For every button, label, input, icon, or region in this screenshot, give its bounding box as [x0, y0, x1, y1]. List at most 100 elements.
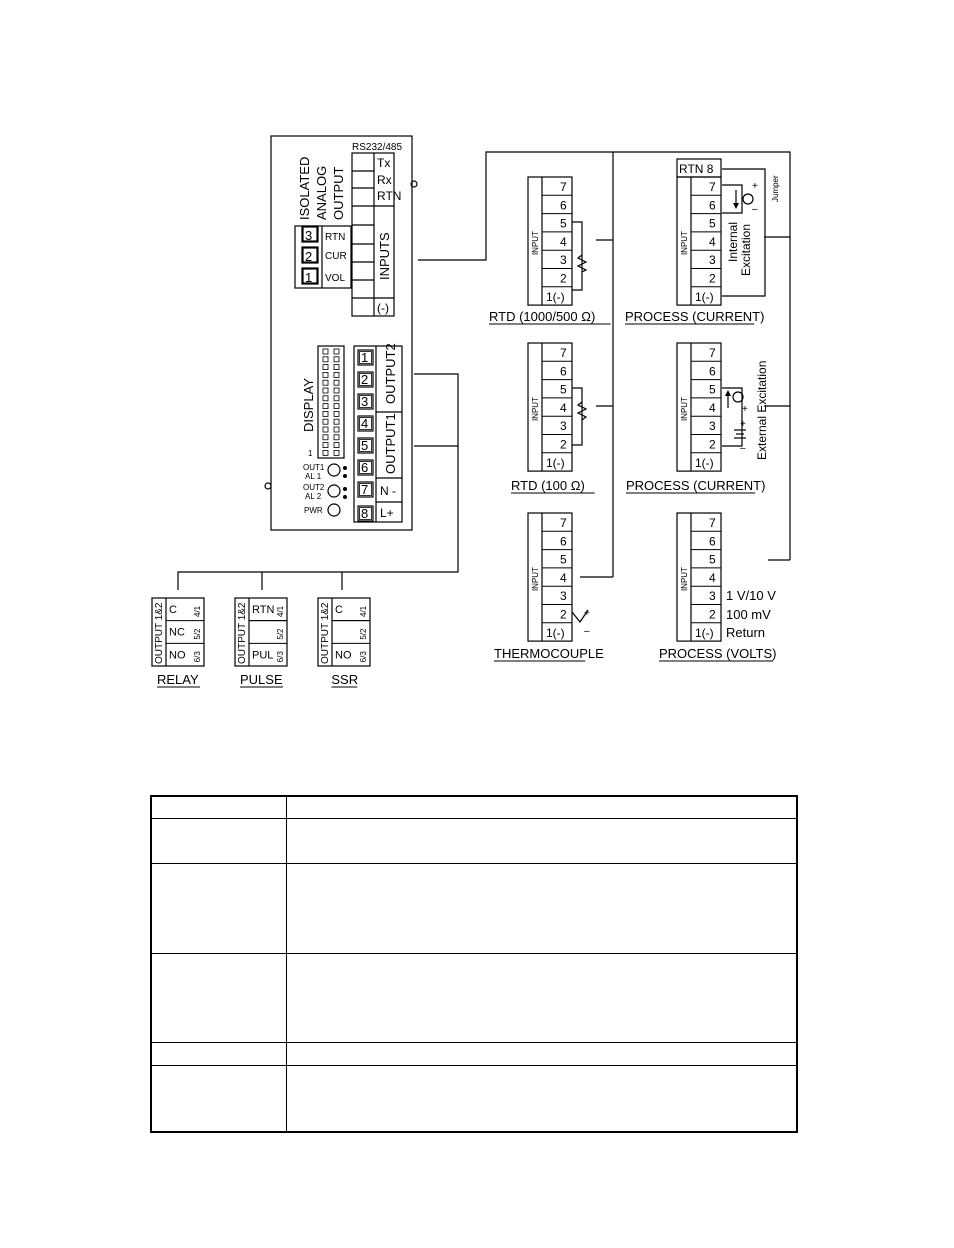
input-terminal-label: 7 — [560, 346, 567, 360]
svg-text:6: 6 — [361, 460, 368, 475]
output-pin-label: 4/1 — [276, 605, 285, 617]
table-row — [150, 1064, 798, 1133]
svg-text:2: 2 — [361, 372, 368, 387]
volts-return: Return — [726, 625, 765, 640]
output-terminal-4: 4 — [357, 415, 374, 432]
output-terminal-7: 7 — [357, 481, 374, 498]
table-row — [150, 795, 798, 819]
input-side-label: INPUT — [680, 567, 689, 591]
input-terminal-label: 6 — [560, 364, 567, 378]
input-terminal-label: 7 — [709, 516, 716, 530]
display-pin — [333, 395, 340, 402]
input-terminal-label: 2 — [560, 438, 567, 452]
led-out1-line2: AL 1 — [305, 472, 322, 481]
svg-text:1: 1 — [361, 350, 368, 365]
analog-label-1: ISOLATED — [297, 157, 312, 220]
display-pin — [322, 442, 329, 449]
display-pin — [322, 371, 329, 378]
output-pin-label: 4/1 — [359, 605, 368, 617]
output-block-title: PULSE — [240, 672, 283, 687]
input-terminal-label: 6 — [560, 198, 567, 212]
output-pin-label: 5/2 — [193, 628, 202, 640]
input-terminal-label: 1(-) — [695, 626, 714, 640]
input-terminal-label: 4 — [560, 401, 567, 415]
output-pin-label: 5/2 — [359, 628, 368, 640]
display-pin — [322, 418, 329, 425]
input-block-title: PROCESS (VOLTS) — [659, 646, 777, 661]
display-pin — [333, 364, 340, 371]
output-row-label: NO — [335, 649, 352, 661]
svg-text:4: 4 — [361, 416, 368, 431]
input-terminal-label: 1(-) — [546, 626, 565, 640]
led-out2-line1: OUT2 — [303, 483, 325, 492]
display-pin — [322, 426, 329, 433]
output-block-title: SSR — [331, 672, 358, 687]
input-terminal-label: 2 — [560, 272, 567, 286]
output-terminal-1: 1 — [357, 349, 374, 366]
display-pin — [333, 356, 340, 363]
internal-plus: + — [752, 181, 758, 192]
input-terminal-label: 6 — [709, 534, 716, 548]
output1-label: OUTPUT1 — [383, 413, 398, 474]
output-row-label: C — [335, 604, 343, 616]
analog-label-rtn: RTN — [325, 232, 345, 243]
output-terminal-8: 8 — [357, 505, 374, 522]
analog-label-2: ANALOG — [314, 166, 329, 220]
display-label: DISPLAY — [301, 378, 316, 432]
volts-1v-10v: 1 V/10 V — [726, 588, 776, 603]
analog-label-3: OUTPUT — [331, 167, 346, 221]
input-terminal-label: 5 — [709, 383, 716, 397]
led-pwr: PWR — [304, 506, 323, 515]
display-pin — [333, 449, 340, 456]
display-pin — [322, 449, 329, 456]
display-pin — [322, 395, 329, 402]
inputs-minus-label: (-) — [377, 301, 389, 315]
output-row-label: NC — [169, 627, 185, 639]
input-block-title: PROCESS (CURRENT) — [625, 309, 764, 324]
output-pin-label: 4/1 — [193, 605, 202, 617]
input-terminal-label: 3 — [560, 419, 567, 433]
table-row — [150, 862, 798, 954]
comm-label: RS232/485 — [352, 142, 402, 153]
input-terminal-label: 4 — [709, 571, 716, 585]
analog-terminal-3: 3 — [305, 228, 312, 243]
display-pin — [333, 426, 340, 433]
comm-terminal-rtn: RTN — [377, 189, 401, 203]
display-pin — [333, 371, 340, 378]
output-row-label: PUL — [252, 649, 273, 661]
output-row-label: C — [169, 604, 177, 616]
external-plus-1: + — [742, 404, 748, 415]
table-row — [150, 952, 798, 1043]
output-terminal-3: 3 — [357, 393, 374, 410]
input-terminal-label: 7 — [709, 180, 716, 194]
display-pin-1-label: 1 — [308, 449, 313, 458]
input-terminal-label: 7 — [709, 346, 716, 360]
display-pin — [322, 364, 329, 371]
wiring-table — [150, 795, 798, 1133]
output-pin-label: 6/3 — [276, 651, 285, 663]
display-pin — [333, 403, 340, 410]
input-terminal-label: 5 — [560, 217, 567, 231]
input-block-title: PROCESS (CURRENT) — [626, 478, 765, 493]
output-terminal-2: 2 — [357, 371, 374, 388]
tc-plus: + — [584, 608, 590, 619]
power-label-n: N - — [380, 484, 396, 498]
input-terminal-label: 3 — [560, 589, 567, 603]
input-terminal-label: 6 — [709, 364, 716, 378]
output-pin-label: 6/3 — [193, 651, 202, 663]
input-terminal-label: 6 — [709, 198, 716, 212]
display-pin — [333, 442, 340, 449]
output2-label: OUTPUT2 — [383, 343, 398, 404]
input-terminal-label: 1(-) — [695, 456, 714, 470]
input-side-label: INPUT — [531, 397, 540, 421]
display-pin — [322, 348, 329, 355]
input-block-title: THERMOCOUPLE — [494, 646, 604, 661]
input-side-label: INPUT — [680, 231, 689, 255]
input-terminal-label: 4 — [560, 571, 567, 585]
external-minus: – — [740, 443, 746, 454]
